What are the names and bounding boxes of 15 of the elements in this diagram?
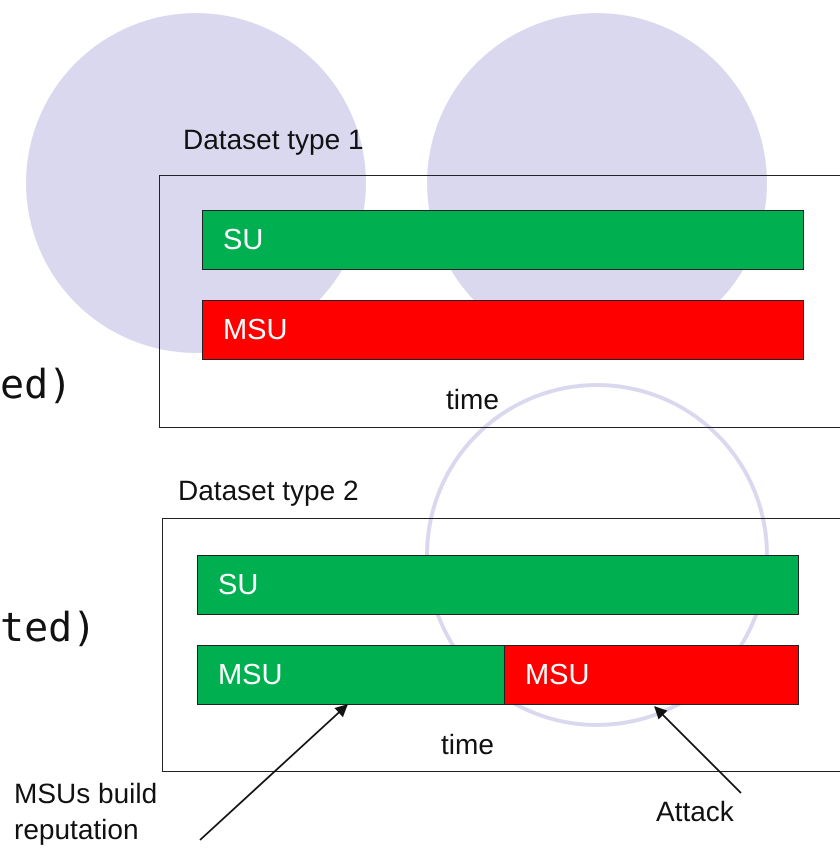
cut-off-text: ed)	[0, 362, 72, 408]
annotation-text: Attack	[656, 794, 756, 834]
timeline-bar: SU	[202, 210, 804, 270]
frame-heading: Dataset type 1	[183, 124, 364, 156]
axis-label: time	[441, 729, 494, 761]
arrow	[654, 706, 742, 794]
timeline-bar: MSU	[504, 645, 799, 705]
timeline-bar: SU	[197, 555, 799, 615]
frame-heading: Dataset type 2	[178, 475, 359, 507]
timeline-bar: MSU	[197, 645, 505, 705]
axis-label: time	[446, 384, 499, 416]
arrow	[199, 704, 348, 841]
annotation-text: MSUs build reputation	[14, 776, 204, 854]
cut-off-text: ted)	[0, 605, 96, 651]
timeline-bar: MSU	[202, 300, 804, 360]
